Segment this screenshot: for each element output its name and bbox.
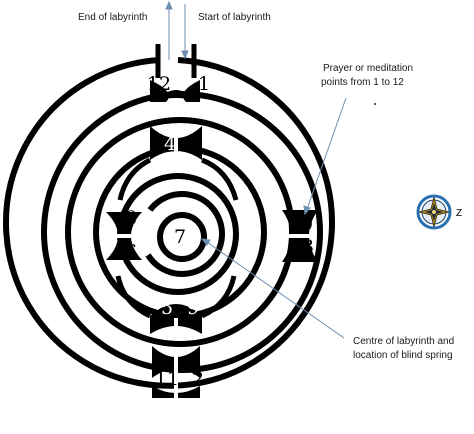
labyrinth-rings bbox=[3, 57, 335, 389]
wedge-gaps bbox=[108, 128, 316, 398]
point-9: 9 bbox=[187, 297, 199, 319]
prayer-arrow-line bbox=[305, 97, 347, 213]
annotation-arrows bbox=[165, 0, 347, 339]
point-2: 2 bbox=[192, 368, 204, 390]
end-label: End of labyrinth bbox=[78, 12, 148, 23]
point-8: 8 bbox=[125, 207, 137, 229]
entrance-channel bbox=[155, 44, 197, 78]
dot-marker bbox=[374, 103, 376, 105]
start-arrowhead bbox=[181, 50, 189, 60]
prayer-arrowhead bbox=[303, 205, 311, 216]
ring-inner bbox=[145, 190, 226, 277]
prayer-label-line1: Prayer or meditation bbox=[323, 63, 413, 74]
prayer-label-line2: points from 1 to 12 bbox=[321, 77, 404, 88]
point-1: 1 bbox=[198, 73, 210, 95]
centre-label-line2: location of blind spring bbox=[353, 350, 453, 361]
meditation-points: 12 1 4 8 6 7 10 3 5 9 11 2 bbox=[125, 73, 314, 390]
ring-centre bbox=[157, 212, 207, 262]
point-10: 10 bbox=[289, 213, 313, 235]
point-12: 12 bbox=[147, 73, 171, 95]
centre-label-line1: Centre of labyrinth and bbox=[353, 336, 454, 347]
point-3: 3 bbox=[302, 236, 314, 258]
path-turns bbox=[115, 157, 239, 319]
wedge-bottom bbox=[152, 386, 200, 398]
point-6: 6 bbox=[125, 241, 137, 263]
ring-outer bbox=[3, 57, 335, 389]
annotation-labels: End of labyrinth Start of labyrinth Pray… bbox=[78, 12, 454, 361]
start-label: Start of labyrinth bbox=[198, 12, 271, 23]
centre-arrow-line bbox=[203, 239, 345, 339]
end-arrowhead bbox=[165, 0, 173, 10]
point-11: 11 bbox=[155, 368, 179, 390]
compass-rose-icon: Z bbox=[416, 194, 462, 230]
point-5: 5 bbox=[161, 297, 173, 319]
wedge-top-centre bbox=[158, 90, 194, 100]
centre-arrowhead bbox=[200, 238, 211, 246]
point-4: 4 bbox=[164, 133, 176, 155]
compass-direction-label: Z bbox=[456, 208, 462, 219]
point-7: 7 bbox=[174, 226, 186, 248]
